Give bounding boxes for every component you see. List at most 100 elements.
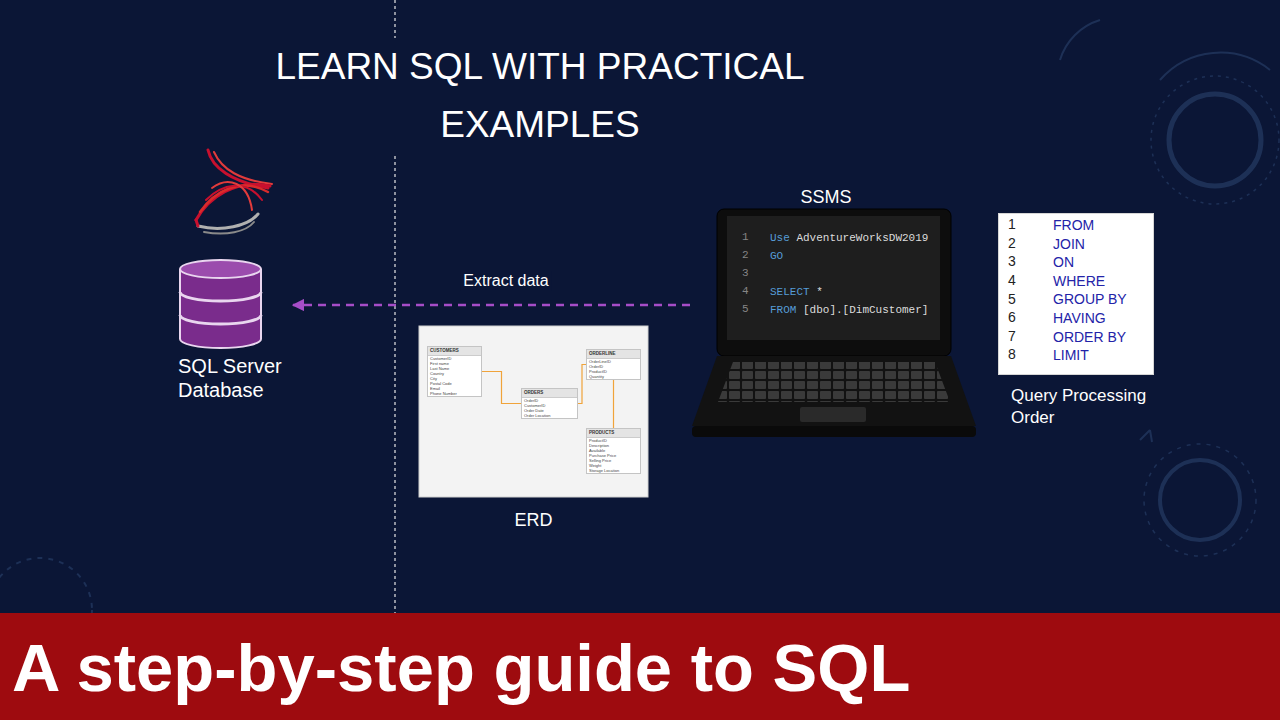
decorative-dial bbox=[1151, 76, 1279, 204]
field-name: OrderLineID bbox=[587, 359, 640, 364]
code-token: FROM bbox=[770, 302, 796, 318]
erd-table: ORDERLINEOrderLineIDOrderIDProductIDQuan… bbox=[586, 349, 641, 380]
cylinder-side bbox=[180, 269, 261, 339]
field-name: City bbox=[428, 376, 481, 381]
cylinder-band bbox=[180, 292, 261, 324]
code-token: [dbo].[DimCustomer] bbox=[803, 302, 928, 318]
field-name: Last Name bbox=[428, 366, 481, 371]
node-label: SQL Server Database bbox=[178, 354, 293, 402]
erd-diagram: ERDCUSTOMERSCustomerIDFirst nameLast Nam… bbox=[419, 326, 648, 541]
clause-keyword: FROM bbox=[1053, 216, 1094, 234]
step-number: 7 bbox=[1008, 327, 1016, 347]
code-token: GO bbox=[770, 248, 783, 264]
laptop-base bbox=[692, 356, 976, 426]
decorative-dial bbox=[1140, 430, 1152, 442]
code-token: SELECT bbox=[770, 284, 810, 300]
sql-server-logo bbox=[196, 150, 272, 234]
data-flow-arrow bbox=[293, 304, 690, 307]
clause-keyword: JOIN bbox=[1053, 235, 1085, 253]
clause-keyword: HAVING bbox=[1053, 309, 1106, 327]
list-heading: Query Processing Order bbox=[1011, 385, 1171, 429]
laptop-lip bbox=[692, 426, 976, 437]
field-name: Phone Number bbox=[428, 391, 481, 396]
field-name: CustomerID bbox=[428, 356, 481, 361]
relationship-line bbox=[482, 372, 521, 404]
step-number: 8 bbox=[1008, 345, 1016, 365]
title: LEARN SQL WITH PRACTICAL EXAMPLES bbox=[240, 38, 840, 154]
field-name: First name bbox=[428, 361, 481, 366]
code-token: * bbox=[816, 284, 823, 300]
table-name: CUSTOMERS bbox=[428, 347, 481, 356]
cylinder-body bbox=[180, 269, 261, 339]
field-name: ProductID bbox=[587, 438, 640, 443]
erd-frame bbox=[419, 326, 648, 497]
field-name: Weight bbox=[587, 463, 640, 468]
cylinder-top bbox=[180, 260, 261, 278]
field-name: Storage Location bbox=[587, 468, 640, 473]
field-name: OrderID bbox=[587, 364, 640, 369]
code-token: Use bbox=[770, 230, 790, 246]
table-name: ORDERLINE bbox=[587, 350, 640, 359]
clause-keyword: ORDER BY bbox=[1053, 328, 1126, 346]
field-name: Selling Price bbox=[587, 458, 640, 463]
sql-server-logo bbox=[200, 185, 268, 212]
diagram-label: ERD bbox=[419, 509, 648, 531]
sql-server-logo bbox=[196, 220, 198, 226]
clause-keyword: LIMIT bbox=[1053, 346, 1089, 364]
step-number: 2 bbox=[1008, 234, 1016, 254]
field-name: CustomerID bbox=[522, 403, 577, 408]
relationship-line bbox=[613, 380, 614, 428]
line-number: 4 bbox=[742, 284, 749, 299]
table-name: ORDERS bbox=[522, 389, 577, 398]
field-name: Order Location bbox=[522, 413, 577, 418]
field-name: Available bbox=[587, 448, 640, 453]
ssms-laptop: SSMS Use AdventureWorksDW2019GO SELECT * FROM… bbox=[690, 185, 980, 440]
step-number: 3 bbox=[1008, 252, 1016, 272]
line-number: 3 bbox=[742, 266, 749, 281]
clause-keyword: ON bbox=[1053, 253, 1074, 271]
step-number: 4 bbox=[1008, 271, 1016, 291]
decorative-dial bbox=[0, 20, 1279, 662]
clause-keyword: WHERE bbox=[1053, 272, 1105, 290]
database-cylinder: SQL Server Database bbox=[178, 255, 293, 402]
field-name: Email bbox=[428, 386, 481, 391]
caption-banner bbox=[0, 613, 1280, 720]
tool-label: SSMS bbox=[781, 187, 871, 208]
sql-server-logo bbox=[206, 186, 262, 200]
banner-caption: A step-by-step guide to SQL bbox=[12, 628, 910, 708]
field-name: OrderID bbox=[522, 398, 577, 403]
keyboard bbox=[718, 362, 950, 402]
table-name: PRODUCTS bbox=[587, 429, 640, 438]
sql-server-logo bbox=[214, 152, 272, 184]
erd-table: ORDERSOrderIDCustomerIDOrder DateOrder L… bbox=[521, 388, 578, 419]
field-name: Order Date bbox=[522, 408, 577, 413]
clause-keyword: GROUP BY bbox=[1053, 290, 1127, 308]
database-icon bbox=[178, 255, 263, 351]
touchpad bbox=[800, 407, 866, 422]
field-name: Purchase Price bbox=[587, 453, 640, 458]
decorative-dial bbox=[1160, 460, 1240, 540]
code-token: AdventureWorksDW2019 bbox=[796, 230, 928, 246]
field-name: Postal Code bbox=[428, 381, 481, 386]
step-number: 1 bbox=[1008, 215, 1016, 235]
step-number: 5 bbox=[1008, 290, 1016, 310]
field-name: Quantity bbox=[587, 374, 640, 379]
field-name: Description bbox=[587, 443, 640, 448]
decorative-dial bbox=[1144, 444, 1256, 556]
query-order-list: FROMJOINONWHEREGROUP BYHAVINGORDER BYLIM… bbox=[998, 213, 1154, 428]
sql-server-logo bbox=[204, 222, 254, 234]
decorative-dial bbox=[1060, 20, 1100, 60]
field-name: Country bbox=[428, 371, 481, 376]
erd-table: PRODUCTSProductIDDescriptionAvailablePur… bbox=[586, 428, 641, 474]
line-number: 2 bbox=[742, 248, 749, 263]
decorative-dial bbox=[1160, 53, 1270, 80]
laptop-bezel bbox=[717, 209, 951, 356]
edge-label: Extract data bbox=[460, 271, 551, 291]
laptop-drawing bbox=[692, 209, 976, 437]
erd-table: CUSTOMERSCustomerIDFirst nameLast NameCo… bbox=[427, 346, 482, 397]
sql-server-logo bbox=[212, 182, 252, 210]
field-name: ProductID bbox=[587, 369, 640, 374]
line-number: 1 bbox=[742, 230, 749, 245]
